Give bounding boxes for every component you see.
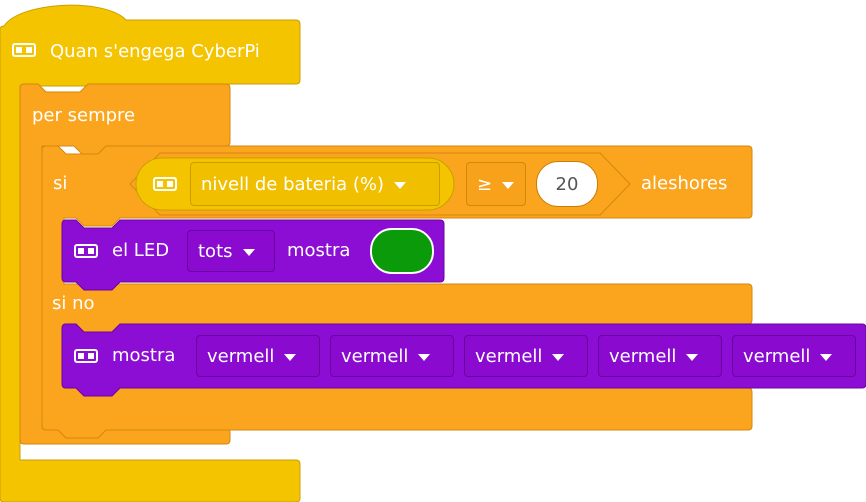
color-dropdown-label: vermell bbox=[743, 345, 811, 367]
chevron-down-icon bbox=[686, 353, 699, 361]
color-dropdown-label: vermell bbox=[475, 345, 543, 367]
led-color-picker[interactable] bbox=[370, 228, 434, 274]
show-label: mostra bbox=[112, 345, 176, 366]
chevron-down-icon bbox=[502, 181, 515, 189]
led-target-label: tots bbox=[198, 240, 233, 262]
chevron-down-icon bbox=[552, 353, 565, 361]
color-dropdown-1[interactable]: vermell bbox=[196, 335, 320, 377]
chevron-down-icon bbox=[393, 181, 406, 189]
forever-block-label: per sempre bbox=[32, 105, 136, 126]
then-label: aleshores bbox=[641, 173, 728, 194]
hat-block-shape[interactable] bbox=[0, 4, 301, 502]
hat-block-label: Quan s'engega CyberPi bbox=[50, 41, 260, 62]
operator-label: ≥ bbox=[477, 173, 493, 195]
battery-sensor-label: nivell de bateria (%) bbox=[201, 173, 384, 195]
if-label: si bbox=[53, 173, 68, 194]
color-dropdown-label: vermell bbox=[341, 345, 409, 367]
chevron-down-icon bbox=[820, 353, 833, 361]
color-dropdown-3[interactable]: vermell bbox=[464, 335, 588, 377]
else-label: si no bbox=[52, 293, 95, 314]
cyberpi-icon bbox=[12, 43, 36, 57]
led-target-dropdown[interactable]: tots bbox=[187, 230, 275, 272]
led-label: el LED bbox=[112, 240, 170, 261]
cyberpi-icon bbox=[74, 349, 98, 363]
color-dropdown-label: vermell bbox=[609, 345, 677, 367]
chevron-down-icon bbox=[418, 353, 431, 361]
battery-sensor-dropdown[interactable]: nivell de bateria (%) bbox=[190, 162, 440, 206]
operator-dropdown[interactable]: ≥ bbox=[466, 162, 526, 206]
color-dropdown-5[interactable]: vermell bbox=[732, 335, 856, 377]
threshold-input[interactable]: 20 bbox=[536, 161, 598, 207]
color-dropdown-label: vermell bbox=[207, 345, 275, 367]
color-dropdown-2[interactable]: vermell bbox=[330, 335, 454, 377]
chevron-down-icon bbox=[284, 353, 297, 361]
color-dropdown-4[interactable]: vermell bbox=[598, 335, 722, 377]
chevron-down-icon bbox=[242, 248, 255, 256]
led-action-label: mostra bbox=[287, 240, 351, 261]
cyberpi-icon bbox=[153, 177, 177, 191]
cyberpi-icon bbox=[74, 244, 98, 258]
